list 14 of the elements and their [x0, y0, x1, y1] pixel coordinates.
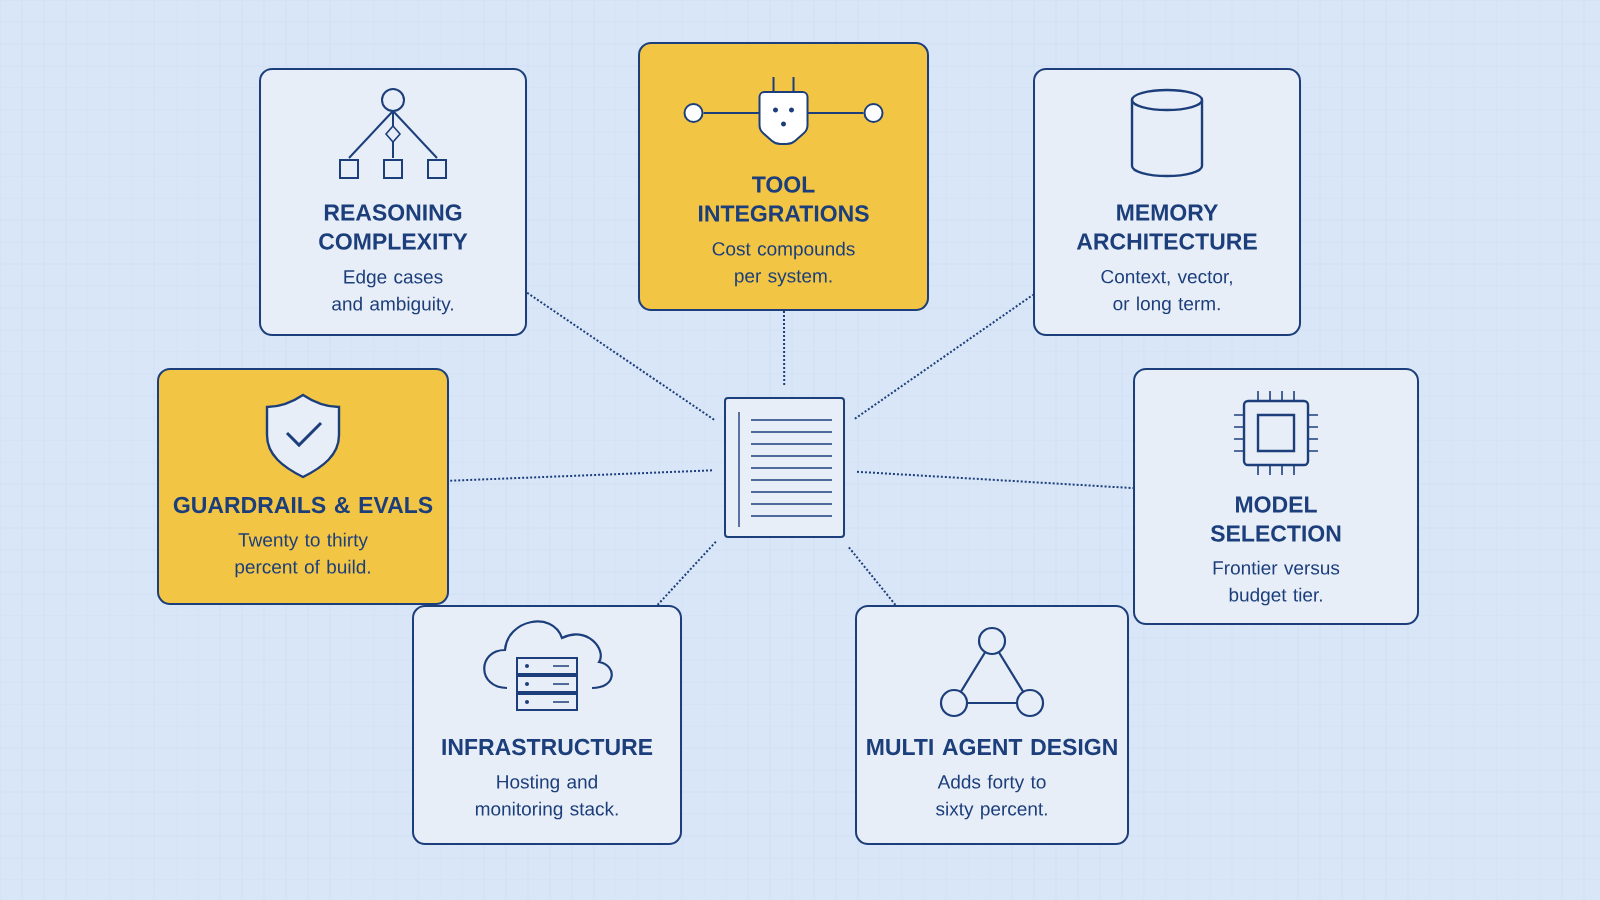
dotted-connector — [782, 310, 786, 386]
dotted-connector — [656, 540, 717, 606]
dotted-connector — [856, 470, 1134, 490]
category-card: GUARDRAILS & EVALS Twenty to thirty percent of build. — [157, 368, 449, 605]
dotted-connector — [847, 546, 897, 606]
category-card: MULTI AGENT DESIGN Adds forty to sixty percent. — [855, 605, 1129, 845]
category-card: MEMORY ARCHITECTURE Context, vector, or long term. — [1033, 68, 1301, 336]
dotted-connector — [853, 293, 1034, 420]
category-card: TOOL INTEGRATIONS Cost compounds per system. — [638, 42, 929, 311]
dotted-connector — [448, 469, 713, 482]
category-card: MODEL SELECTION Frontier versus budget tier. — [1133, 368, 1419, 625]
category-card: REASONING COMPLEXITY Edge cases and ambiguity. — [259, 68, 527, 336]
dotted-connector — [526, 291, 716, 421]
document-icon — [724, 397, 845, 538]
